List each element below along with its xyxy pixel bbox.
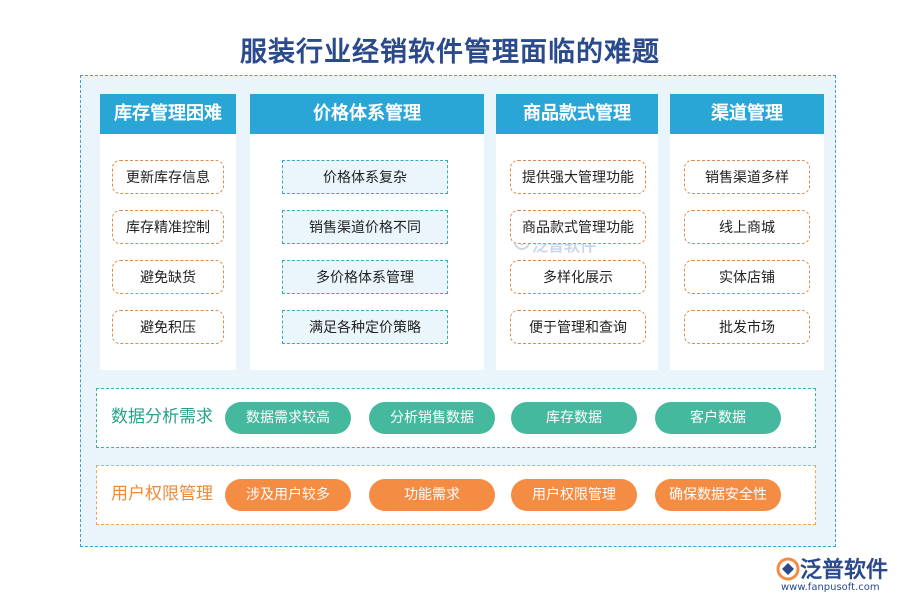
data-analysis-band: 数据分析需求 数据需求较高 分析销售数据 库存数据 客户数据 — [96, 388, 816, 448]
pill: 库存数据 — [511, 402, 637, 434]
pill: 客户数据 — [655, 402, 781, 434]
diagram-title: 服装行业经销软件管理面临的难题 — [240, 37, 660, 68]
item-box: 提供强大管理功能 — [510, 160, 646, 194]
item-box: 线上商城 — [684, 210, 810, 244]
item-box: 价格体系复杂 — [282, 160, 448, 194]
item-box: 销售渠道多样 — [684, 160, 810, 194]
pill: 确保数据安全性 — [655, 479, 781, 511]
item-box: 销售渠道价格不同 — [282, 210, 448, 244]
item-box: 便于管理和查询 — [510, 310, 646, 344]
column-header: 价格体系管理 — [250, 94, 484, 134]
pill: 用户权限管理 — [511, 479, 637, 511]
item-box: 多样化展示 — [510, 260, 646, 294]
column-header: 库存管理困难 — [100, 94, 236, 134]
column-header: 渠道管理 — [670, 94, 824, 134]
band-label: 用户权限管理 — [111, 484, 213, 504]
column-header: 商品款式管理 — [496, 94, 658, 134]
item-box: 避免积压 — [112, 310, 224, 344]
item-box: 更新库存信息 — [112, 160, 224, 194]
user-permission-band: 用户权限管理 涉及用户较多 功能需求 用户权限管理 确保数据安全性 — [96, 465, 816, 525]
pill: 功能需求 — [369, 479, 495, 511]
fanpu-logo-icon — [776, 557, 800, 581]
band-label: 数据分析需求 — [111, 407, 213, 427]
item-box: 多价格体系管理 — [282, 260, 448, 294]
pill: 涉及用户较多 — [225, 479, 351, 511]
item-box: 实体店铺 — [684, 260, 810, 294]
logo-name: 泛普软件 — [800, 558, 889, 583]
pill: 数据需求较高 — [225, 402, 351, 434]
item-box: 避免缺货 — [112, 260, 224, 294]
item-box: 批发市场 — [684, 310, 810, 344]
item-box: 满足各种定价策略 — [282, 310, 448, 344]
pill: 分析销售数据 — [369, 402, 495, 434]
item-box: 库存精准控制 — [112, 210, 224, 244]
item-box: 商品款式管理功能 — [510, 210, 646, 244]
logo-url: www.fanpusoft.com — [781, 582, 880, 593]
